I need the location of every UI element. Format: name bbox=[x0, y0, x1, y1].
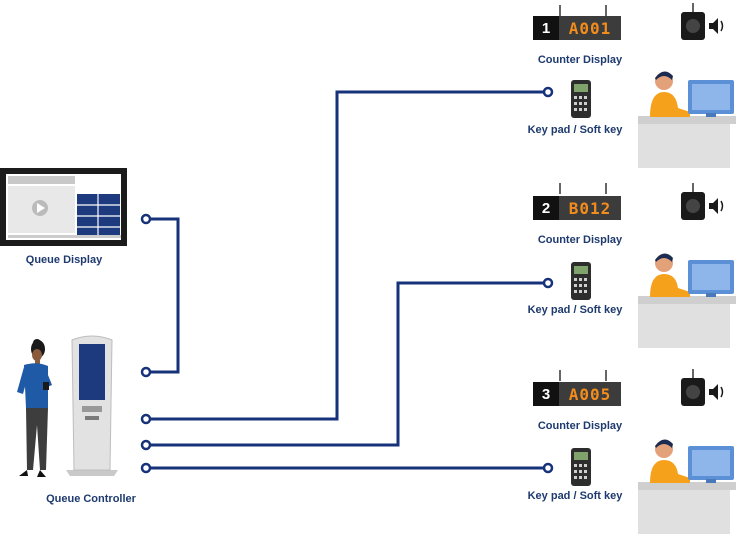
counter-number: 2 bbox=[533, 196, 559, 220]
node bbox=[542, 86, 554, 98]
line-counter-2 bbox=[146, 281, 548, 447]
connection-lines bbox=[146, 90, 548, 470]
desk-icon bbox=[638, 490, 730, 534]
keypad-label: Key pad / Soft key bbox=[527, 490, 623, 502]
counter-display-1: 1 A001 bbox=[533, 16, 621, 40]
node bbox=[140, 366, 152, 378]
node bbox=[140, 213, 152, 225]
kiosk-icon bbox=[66, 335, 118, 476]
ticket-number: B012 bbox=[559, 196, 621, 220]
connection-nodes bbox=[140, 86, 554, 474]
counter-display-label: Counter Display bbox=[537, 234, 623, 246]
line-queue-display bbox=[146, 217, 180, 374]
ticket-number: A005 bbox=[559, 382, 621, 406]
desk-icon bbox=[638, 124, 730, 168]
counter-display-3: 3 A005 bbox=[533, 382, 621, 406]
queue-display-monitor-icon bbox=[0, 168, 127, 246]
keypad-label: Key pad / Soft key bbox=[527, 304, 623, 316]
line-counter-1 bbox=[146, 90, 548, 421]
counter-number: 1 bbox=[533, 16, 559, 40]
node bbox=[140, 439, 152, 451]
counter-row-1-graphics bbox=[559, 3, 736, 168]
node bbox=[542, 277, 554, 289]
counter-number: 3 bbox=[533, 382, 559, 406]
counter-row-2-graphics bbox=[559, 183, 736, 348]
keypad-label: Key pad / Soft key bbox=[527, 124, 623, 136]
queue-controller-label: Queue Controller bbox=[46, 493, 136, 505]
queue-display-label: Queue Display bbox=[25, 254, 103, 266]
counter-display-label: Counter Display bbox=[537, 420, 623, 432]
ticket-number: A001 bbox=[559, 16, 621, 40]
customer-woman-icon bbox=[17, 339, 52, 477]
counter-display-label: Counter Display bbox=[537, 54, 623, 66]
node bbox=[140, 413, 152, 425]
counter-row-3-graphics bbox=[559, 369, 736, 534]
node bbox=[140, 462, 152, 474]
node bbox=[542, 462, 554, 474]
counter-display-2: 2 B012 bbox=[533, 196, 621, 220]
desk-icon bbox=[638, 304, 730, 348]
